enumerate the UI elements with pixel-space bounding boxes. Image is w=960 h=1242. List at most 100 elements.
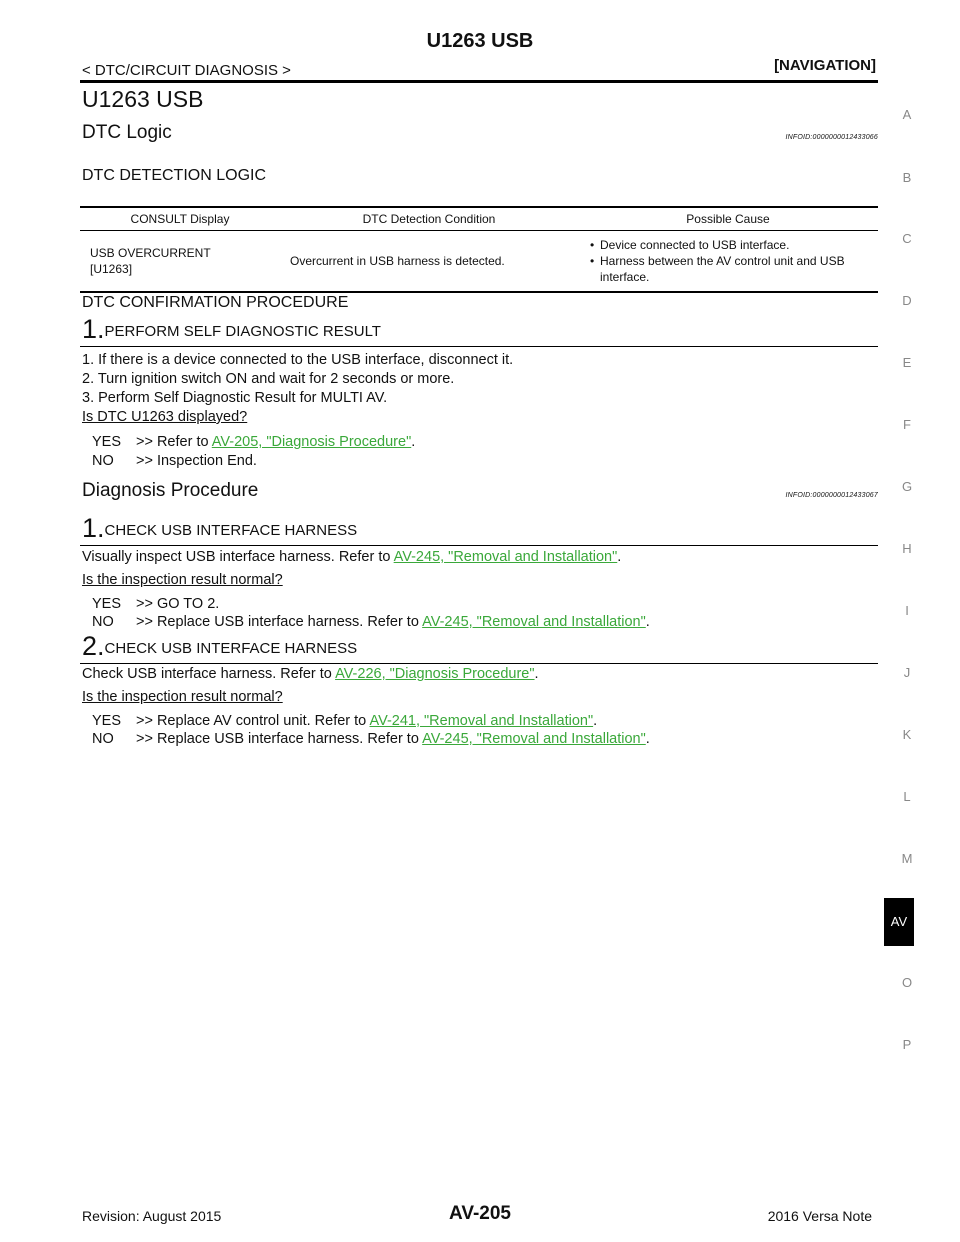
step-rule (80, 663, 878, 664)
confirmation-answers: YES >> Refer to AV-205, "Diagnosis Proced… (92, 433, 415, 471)
side-index-letter[interactable]: B (902, 170, 912, 185)
footer-model: 2016 Versa Note (767, 1208, 872, 1224)
step1-answers: YES >> GO TO 2. NO >> Replace USB interfac… (92, 595, 650, 631)
side-index-letter[interactable]: O (901, 975, 913, 990)
consult-display-cell: USB OVERCURRENT [U1263] (80, 230, 280, 293)
confirmation-question: Is DTC U1263 displayed? (82, 409, 248, 425)
confirmation-heading: DTC CONFIRMATION PROCEDURE (82, 294, 349, 311)
answer-yes: YES>> Replace AV control unit. Refer to … (92, 712, 650, 730)
punctuation: . (534, 666, 539, 682)
side-index-letter[interactable]: I (905, 603, 909, 618)
dtc-table-header-row: CONSULT Display DTC Detection Condition … (80, 206, 878, 231)
page-header-title: U1263 USB (426, 30, 534, 52)
diagnosis-heading: Diagnosis Procedure (82, 480, 259, 501)
side-index-letter[interactable]: P (902, 1037, 912, 1052)
punctuation: . (617, 549, 622, 565)
possible-cause-list: Device connected to USB interface. Harne… (588, 237, 868, 285)
header-section-label: < DTC/CIRCUIT DIAGNOSIS > (82, 62, 291, 79)
page-number: AV-205 (449, 1203, 511, 1224)
detection-condition-cell: Overcurrent in USB harness is detected. (280, 230, 578, 293)
answer-no: NO >> Replace USB interface harness. Refe… (92, 730, 650, 748)
no-label: NO (92, 614, 114, 630)
step-title: PERFORM SELF DIAGNOSTIC RESULT (104, 323, 381, 340)
side-index-letter[interactable]: J (903, 665, 911, 680)
step-number: 1. (82, 513, 105, 543)
no-text: >> Replace USB interface harness. Refer … (136, 731, 423, 747)
step-number: 1. (82, 314, 105, 344)
list-item: Device connected to USB interface. (590, 237, 868, 253)
step1-question: Is the inspection result normal? (82, 572, 283, 588)
possible-cause-cell: Device connected to USB interface. Harne… (578, 230, 878, 293)
list-item: 1. If there is a device connected to the… (82, 352, 514, 368)
side-index-letter[interactable]: K (902, 727, 912, 742)
dtc-table-header: DTC Detection Condition (280, 206, 578, 231)
side-index-letter[interactable]: E (902, 355, 912, 370)
punctuation: . (593, 713, 598, 729)
dtc-table-header: Possible Cause (578, 206, 878, 231)
punctuation: . (411, 434, 416, 450)
table-row: USB OVERCURRENT [U1263] Overcurrent in U… (80, 230, 878, 293)
step2-question: Is the inspection result normal? (82, 689, 283, 705)
list-item: Harness between the AV control unit and … (590, 253, 868, 285)
step2-answers: YES>> Replace AV control unit. Refer to … (92, 712, 650, 748)
side-index-letter[interactable]: M (901, 851, 913, 866)
confirmation-steps: 1. If there is a device connected to the… (82, 351, 513, 408)
no-text: >> Replace USB interface harness. Refer … (136, 614, 423, 630)
header-system-label: [NAVIGATION] (774, 57, 876, 74)
answer-no: NO >> Replace USB interface harness. Refe… (92, 613, 650, 631)
yes-label: YES (92, 596, 122, 612)
side-index-letter[interactable]: C (902, 231, 912, 246)
step-title: CHECK USB INTERFACE HARNESS (104, 522, 358, 539)
step-rule (80, 545, 878, 546)
dtc-table: CONSULT Display DTC Detection Condition … (80, 206, 878, 293)
instruction-text: Check USB interface harness. Refer to (82, 666, 336, 682)
diagnosis-step-2: 2.CHECK USB INTERFACE HARNESS (82, 631, 357, 662)
diagnosis-step-1: 1.CHECK USB INTERFACE HARNESS (82, 513, 357, 544)
confirmation-step-1: 1.PERFORM SELF DIAGNOSTIC RESULT (82, 314, 381, 345)
section-title: U1263 USB (82, 86, 204, 112)
answer-yes: YES >> Refer to AV-205, "Diagnosis Proced… (92, 433, 415, 452)
punctuation: . (645, 614, 650, 630)
list-item: 3. Perform Self Diagnostic Result for MU… (82, 390, 388, 406)
step2-instruction: Check USB interface harness. Refer to AV… (82, 666, 539, 682)
removal-installation-link[interactable]: AV-245, "Removal and Installation" (422, 731, 646, 747)
removal-installation-link[interactable]: AV-245, "Removal and Installation" (422, 614, 646, 630)
no-text: >> Inspection End. (136, 453, 257, 469)
yes-text: >> GO TO 2. (136, 596, 220, 612)
dtc-detection-logic-heading: DTC DETECTION LOGIC (82, 167, 267, 184)
no-label: NO (92, 453, 114, 469)
side-index-letter[interactable]: F (903, 417, 911, 432)
side-index-letter[interactable]: A (902, 107, 912, 122)
side-index-letter[interactable]: D (902, 293, 912, 308)
consult-display-line: USB OVERCURRENT (90, 246, 211, 260)
yes-text: >> Refer to (136, 434, 212, 450)
instruction-text: Visually inspect USB interface harness. … (82, 549, 394, 565)
punctuation: . (645, 731, 650, 747)
yes-text: >> Replace AV control unit. Refer to (136, 713, 370, 729)
answer-no: NO >> Inspection End. (92, 452, 415, 471)
diagnosis-procedure-link[interactable]: AV-226, "Diagnosis Procedure" (335, 666, 535, 682)
removal-installation-link[interactable]: AV-245, "Removal and Installation" (393, 549, 618, 565)
step1-instruction: Visually inspect USB interface harness. … (82, 549, 621, 565)
dtc-logic-infoid: INFOID:0000000012433066 (785, 134, 878, 141)
step-number: 2. (82, 631, 105, 661)
yes-label: YES (92, 434, 122, 450)
step-rule (80, 346, 878, 347)
side-index-letter[interactable]: G (901, 479, 913, 494)
header-rule (80, 80, 878, 83)
removal-installation-link[interactable]: AV-241, "Removal and Installation" (369, 713, 594, 729)
diagnosis-infoid: INFOID:0000000012433067 (785, 492, 878, 499)
step-title: CHECK USB INTERFACE HARNESS (104, 640, 358, 657)
dtc-logic-heading: DTC Logic (82, 122, 172, 143)
list-item: 2. Turn ignition switch ON and wait for … (82, 371, 455, 387)
no-label: NO (92, 731, 114, 747)
dtc-table-header: CONSULT Display (80, 206, 280, 231)
side-index-letter[interactable]: H (902, 541, 912, 556)
side-index-tab-active[interactable]: AV (884, 898, 914, 946)
side-index-letter[interactable]: L (903, 789, 911, 804)
yes-label: YES (92, 713, 122, 729)
answer-yes: YES >> GO TO 2. (92, 595, 650, 613)
footer-revision: Revision: August 2015 (82, 1208, 222, 1224)
diagnosis-procedure-link[interactable]: AV-205, "Diagnosis Procedure" (211, 434, 412, 450)
consult-display-code: [U1263] (90, 262, 133, 276)
